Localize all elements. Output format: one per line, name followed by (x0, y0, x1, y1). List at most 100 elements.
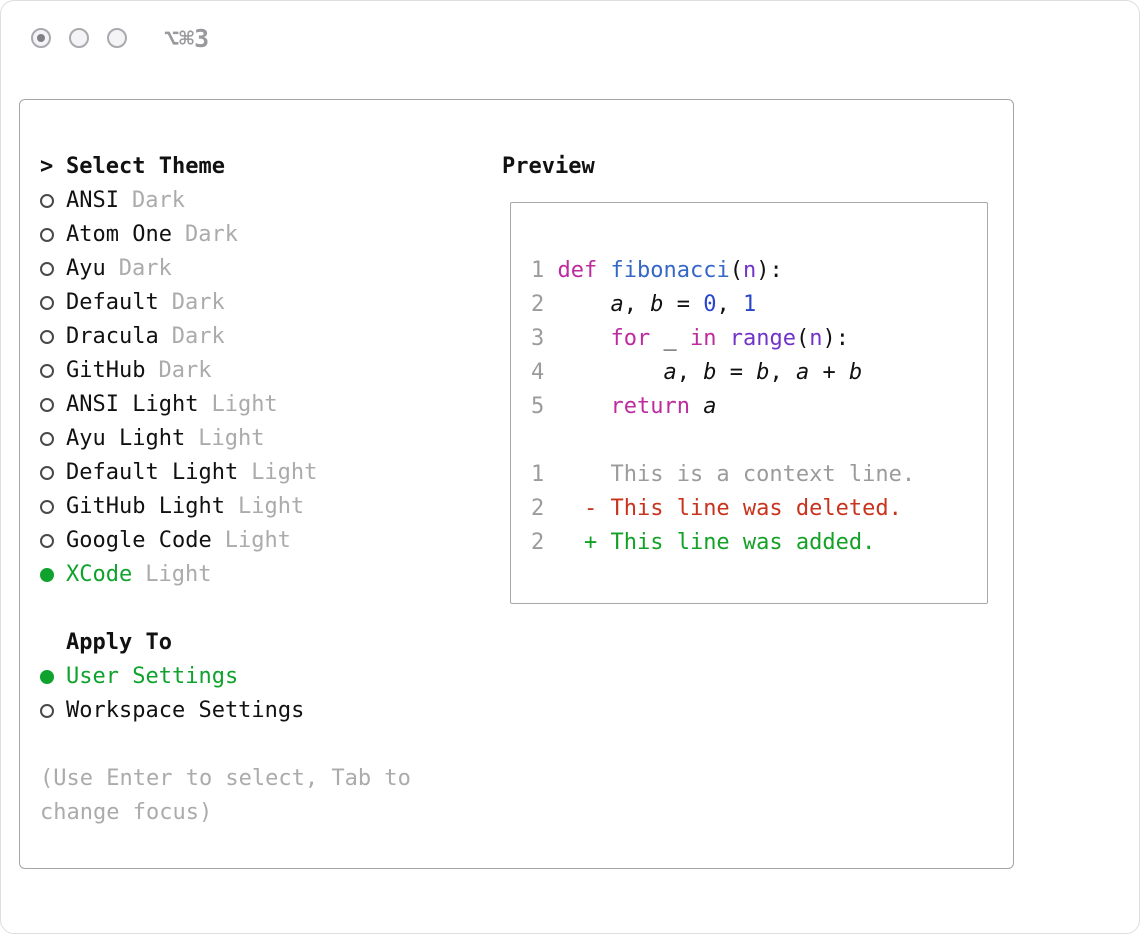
code-line: 1 def fibonacci(n): (531, 258, 783, 283)
select-theme-header: > Select Theme (40, 150, 490, 184)
theme-option-label: GitHub Light (66, 494, 225, 519)
theme-option-label: Ayu (66, 256, 106, 281)
radio-marker (40, 330, 66, 344)
theme-option[interactable]: Default Light Light (40, 456, 490, 490)
theme-option-label: Dracula (66, 324, 159, 349)
keyboard-shortcut-label: ⌥⌘3 (164, 24, 210, 53)
radio-marker (40, 500, 66, 514)
theme-option-label: XCode (66, 562, 133, 587)
radio-icon (40, 534, 54, 548)
radio-marker (40, 568, 66, 582)
radio-icon (40, 398, 54, 412)
radio-icon (40, 568, 54, 582)
theme-option[interactable]: ANSI Light Light (40, 388, 490, 422)
theme-option-label: Workspace Settings (66, 698, 305, 723)
theme-option-label: ANSI (66, 188, 119, 213)
theme-option-label: Ayu Light (66, 426, 186, 451)
radio-icon (40, 194, 54, 208)
theme-option-tag: Light (237, 494, 305, 519)
line-number: 3 (531, 326, 558, 351)
theme-option-tag: Dark (184, 222, 238, 247)
radio-marker (40, 262, 66, 276)
radio-icon (40, 670, 54, 684)
theme-list: ANSI Dark Atom One Dark Ayu Dark Default… (40, 184, 490, 592)
theme-option-tag: Dark (131, 188, 185, 213)
theme-option[interactable]: ANSI Dark (40, 184, 490, 218)
traffic-light-2[interactable] (69, 28, 89, 48)
line-number: 2 (531, 292, 558, 317)
line-number: 2 (531, 496, 545, 521)
theme-option[interactable]: XCode Light (40, 558, 490, 592)
code-line: 2 a, b = 0, 1 (531, 292, 757, 317)
radio-marker (40, 364, 66, 378)
preview-title: Preview (502, 154, 595, 179)
theme-option-label: Atom One (66, 222, 172, 247)
diff-line-context: 1 This is a context line. (531, 462, 916, 487)
prompt-caret: > (40, 154, 54, 179)
theme-option-tag: Light (224, 528, 291, 553)
left-column: > Select Theme ANSI Dark Atom One Dark A… (40, 150, 490, 830)
code-line: 5 return a (531, 394, 717, 419)
titlebar: ⌥⌘3 (1, 1, 1139, 71)
theme-option[interactable]: GitHub Light Light (40, 490, 490, 524)
line-number: 1 (531, 258, 558, 283)
radio-icon (40, 330, 54, 344)
line-number: 4 (531, 360, 558, 385)
theme-option[interactable]: Default Dark (40, 286, 490, 320)
radio-marker (40, 534, 66, 548)
select-theme-title: Select Theme (66, 154, 225, 179)
code-line: 4 a, b = b, a + b (531, 360, 863, 385)
theme-option[interactable]: Dracula Dark (40, 320, 490, 354)
theme-option-label: Default (66, 290, 159, 315)
radio-icon (40, 500, 54, 514)
radio-marker (40, 228, 66, 242)
theme-option-label: GitHub (66, 358, 146, 383)
theme-option-tag: Light (251, 460, 318, 485)
radio-icon (40, 228, 54, 242)
line-number: 5 (531, 394, 558, 419)
radio-marker (40, 296, 66, 310)
radio-icon (40, 466, 54, 480)
radio-marker (40, 704, 66, 718)
theme-option[interactable]: Ayu Light Light (40, 422, 490, 456)
traffic-light-active[interactable] (31, 28, 51, 48)
theme-option[interactable]: Google Code Light (40, 524, 490, 558)
spacer (40, 728, 490, 762)
apply-option[interactable]: User Settings (40, 660, 490, 694)
theme-option-tag: Light (211, 392, 278, 417)
theme-option[interactable]: Ayu Dark (40, 252, 490, 286)
theme-option-tag: Light (145, 562, 212, 587)
active-dot-icon (37, 34, 45, 42)
theme-option-tag: Dark (171, 324, 225, 349)
theme-option-tag: Dark (158, 358, 212, 383)
radio-marker (40, 398, 66, 412)
radio-icon (40, 432, 54, 446)
theme-option-label: Default Light (66, 460, 239, 485)
radio-icon (40, 364, 54, 378)
code-line: 3 for _ in range(n): (531, 326, 849, 351)
apply-to-title: Apply To (66, 630, 172, 655)
radio-marker (40, 432, 66, 446)
radio-icon (40, 296, 54, 310)
radio-marker (40, 466, 66, 480)
radio-icon (40, 704, 54, 718)
hint-text: (Use Enter to select, Tab to change focu… (40, 766, 411, 825)
theme-option-tag: Dark (118, 256, 172, 281)
line-number: 2 (531, 530, 545, 555)
apply-option[interactable]: Workspace Settings (40, 694, 490, 728)
theme-option-label: Google Code (66, 528, 212, 553)
diff-line-deleted: 2 - This line was deleted. (531, 496, 902, 521)
spacer (40, 592, 490, 626)
preview-box: 1 def fibonacci(n): 2 a, b = 0, 1 3 for _ … (510, 202, 988, 604)
code-lines: 1 def fibonacci(n): 2 a, b = 0, 1 3 for _ … (531, 254, 915, 424)
theme-option[interactable]: GitHub Dark (40, 354, 490, 388)
line-number: 1 (531, 462, 545, 487)
theme-option[interactable]: Atom One Dark (40, 218, 490, 252)
radio-icon (40, 262, 54, 276)
traffic-light-3[interactable] (107, 28, 127, 48)
theme-option-tag: Dark (171, 290, 225, 315)
diff-line-added: 2 + This line was added. (531, 530, 876, 555)
diff-lines: 1 This is a context line. 2 - This line w… (531, 458, 915, 560)
theme-option-label: User Settings (66, 664, 239, 689)
